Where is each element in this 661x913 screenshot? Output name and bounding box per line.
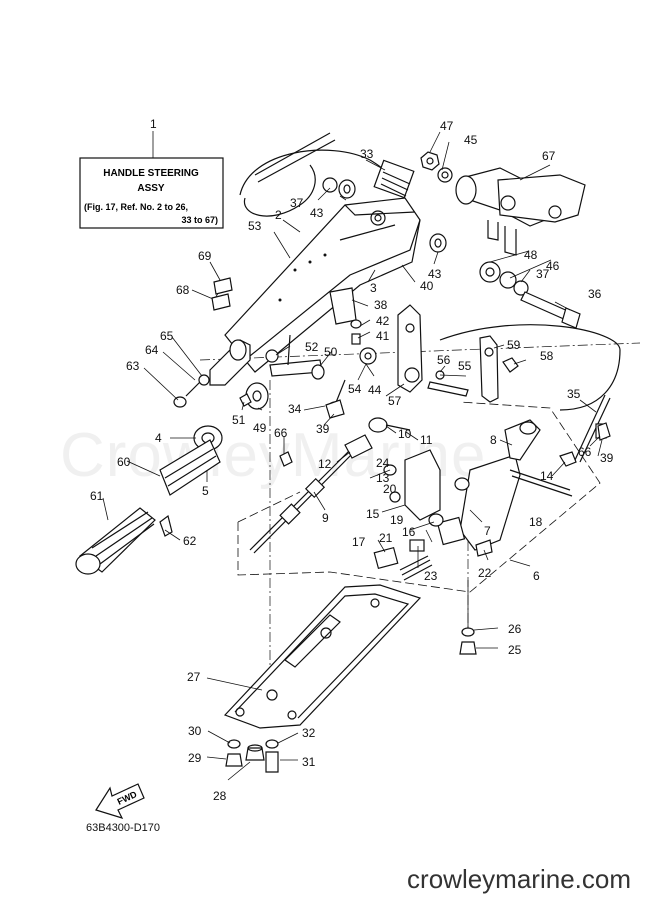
callout-6: 6 [533, 569, 540, 583]
callout-35: 35 [567, 387, 581, 401]
pivot-bolt [479, 261, 581, 329]
title-line1: HANDLE STEERING [103, 168, 199, 179]
callout-60: 60 [117, 455, 131, 469]
callout-67: 67 [542, 149, 556, 163]
callout-61: 61 [90, 489, 104, 503]
callout-26: 26 [508, 622, 522, 636]
callout-7: 7 [484, 524, 491, 538]
callout-47: 47 [440, 119, 454, 133]
callout-40: 40 [420, 279, 434, 293]
callout-34: 34 [288, 402, 302, 416]
note-line1: (Fig. 17, Ref. No. 2 to 26, [84, 202, 188, 212]
callout-3: 3 [370, 281, 377, 295]
throttle-cable-upper [239, 132, 415, 217]
title-box: 1 HANDLE STEERING ASSY (Fig. 17, Ref. No… [79, 117, 224, 229]
callout-15: 15 [366, 507, 380, 521]
callout-11: 11 [420, 433, 433, 447]
callout-19: 19 [390, 513, 404, 527]
bushings-upper [322, 177, 447, 253]
callout-50: 50 [324, 345, 338, 359]
callout-4: 4 [155, 431, 162, 445]
callout-43-left: 43 [310, 206, 324, 220]
callout-55: 55 [458, 359, 472, 373]
callout-31: 31 [302, 755, 316, 769]
pivot-bracket [455, 167, 586, 256]
callout-39-left: 39 [316, 422, 330, 436]
callout-56: 56 [437, 353, 451, 367]
throttle-grip-assembly [75, 339, 269, 575]
note-line2: 33 to 67) [181, 215, 218, 225]
callout-44: 44 [368, 383, 382, 397]
callout-21: 21 [379, 531, 393, 545]
callout-2: 2 [275, 208, 282, 222]
callout-45: 45 [464, 133, 478, 147]
steering-arm [224, 197, 421, 373]
shift-linkage [249, 379, 411, 554]
leader-lines [102, 131, 603, 781]
bottom-hardware [225, 580, 477, 773]
shift-lever-assembly [373, 419, 573, 581]
callout-51: 51 [232, 413, 246, 427]
callout-43-right: 43 [428, 267, 442, 281]
callout-64: 64 [145, 343, 159, 357]
callout-25: 25 [508, 643, 522, 657]
callout-37-right: 37 [536, 267, 550, 281]
title-line2: ASSY [137, 183, 165, 194]
callout-46: 46 [546, 259, 560, 273]
callout-63: 63 [126, 359, 140, 373]
callout-54: 54 [348, 382, 362, 396]
callout-59: 59 [507, 338, 521, 352]
callout-52: 52 [305, 340, 319, 354]
callout-32: 32 [302, 726, 316, 740]
friction-parts [329, 287, 377, 365]
callout-13: 13 [376, 471, 390, 485]
callout-39-right: 39 [600, 451, 614, 465]
callout-numbers: 2 3 4 5 6 7 8 9 10 11 12 13 14 15 16 17 … [90, 119, 614, 803]
callout-17: 17 [352, 535, 366, 549]
callout-65: 65 [160, 329, 174, 343]
callout-22: 22 [478, 566, 492, 580]
callout-1: 1 [150, 117, 157, 131]
callout-10: 10 [398, 427, 412, 441]
callout-20: 20 [383, 482, 397, 496]
site-url: crowleymarine.com [407, 864, 631, 894]
callout-9: 9 [322, 511, 329, 525]
callout-23: 23 [424, 569, 438, 583]
callout-29: 29 [188, 751, 202, 765]
callout-66-left: 66 [274, 426, 288, 440]
callout-28: 28 [213, 789, 227, 803]
bottom-cover [223, 584, 422, 729]
callout-27: 27 [187, 670, 201, 684]
callout-62: 62 [183, 534, 197, 548]
callout-33: 33 [360, 147, 374, 161]
nut-washer-upper-right [420, 151, 453, 183]
callout-42: 42 [376, 314, 390, 328]
fwd-arrow: FWD [95, 783, 145, 819]
callout-30: 30 [188, 724, 202, 738]
callout-14: 14 [540, 469, 554, 483]
callout-36: 36 [588, 287, 602, 301]
throttle-link-parts [397, 304, 519, 403]
callout-16: 16 [402, 525, 416, 539]
callout-48: 48 [524, 248, 538, 262]
callout-18: 18 [529, 515, 543, 529]
callout-8: 8 [490, 433, 497, 447]
callout-66-right: 66 [578, 445, 592, 459]
callout-57: 57 [388, 394, 402, 408]
callout-38: 38 [374, 298, 388, 312]
callout-49: 49 [253, 421, 267, 435]
diagram-code: 63B4300-D170 [86, 822, 161, 834]
callout-41: 41 [376, 329, 390, 343]
decals [211, 277, 233, 311]
callout-58: 58 [540, 349, 554, 363]
callout-68: 68 [176, 283, 190, 297]
callout-69: 69 [198, 249, 212, 263]
callout-37-left: 37 [290, 196, 304, 210]
callout-24: 24 [376, 456, 390, 470]
pins [265, 334, 325, 380]
callout-53: 53 [248, 219, 262, 233]
callout-5: 5 [202, 484, 209, 498]
callout-12: 12 [318, 457, 332, 471]
